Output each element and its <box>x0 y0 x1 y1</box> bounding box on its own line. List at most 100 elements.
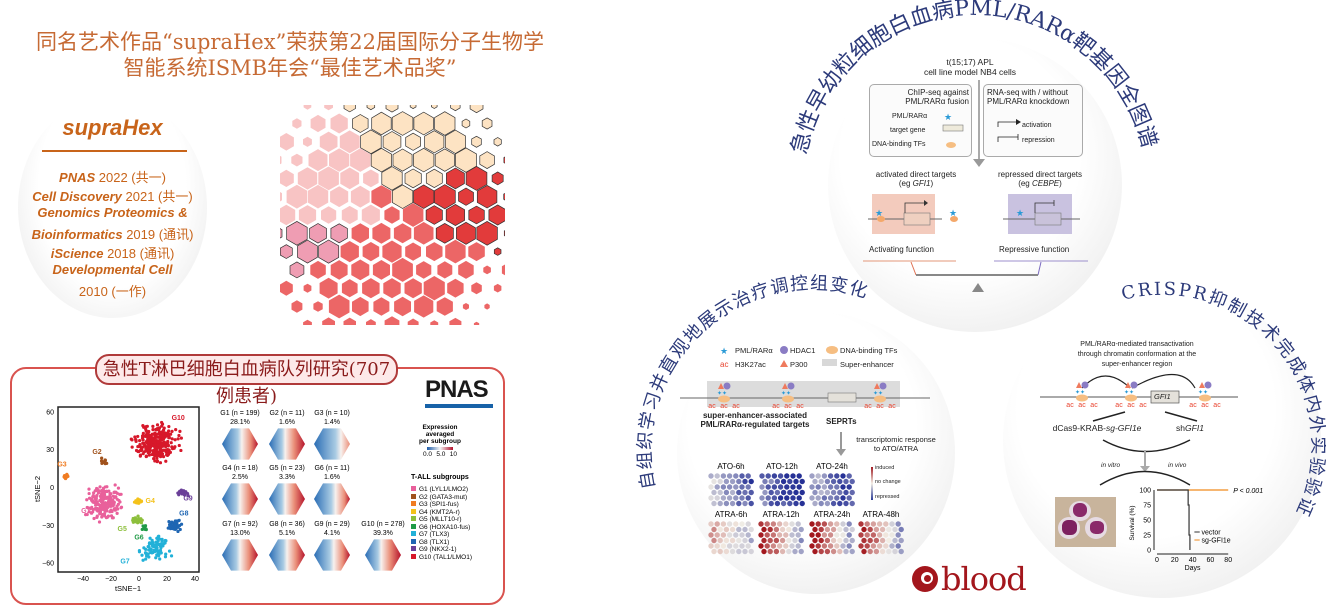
som-node <box>895 521 901 527</box>
svg-text:✦✦: ✦✦ <box>873 390 883 397</box>
som-node <box>843 526 849 533</box>
som-node <box>761 526 767 533</box>
som-node <box>717 526 723 533</box>
tsne-point <box>133 516 137 520</box>
som-node <box>883 543 889 549</box>
tsne-point <box>96 488 100 492</box>
legend-item: G8 (TLX1) <box>411 538 472 547</box>
som-node <box>733 495 739 501</box>
hex-node <box>431 105 438 109</box>
som-node <box>748 526 754 533</box>
som-node <box>773 526 780 533</box>
tsne-point <box>130 445 134 449</box>
hex-node <box>309 223 327 244</box>
x-tick-label: 20 <box>163 576 171 583</box>
tsne-point <box>178 527 182 532</box>
tsne-point <box>90 505 94 509</box>
response-map-label: ATRA-48h <box>863 510 900 519</box>
som-node <box>792 548 798 555</box>
som-node <box>821 473 828 479</box>
tsne-point <box>170 429 174 433</box>
tsne-point <box>133 435 137 439</box>
subgroup-hex-map <box>269 539 305 571</box>
tsne-point <box>163 555 168 559</box>
tsne-point <box>91 493 95 498</box>
som-node <box>818 537 824 544</box>
tsne-point <box>139 521 144 525</box>
tsne-point <box>106 499 111 504</box>
award-title-line2: 智能系统ISMB年会“最佳艺术品奖” <box>123 56 457 80</box>
som-node <box>784 495 790 501</box>
subgroup-percent-label: 39.3% <box>373 530 393 537</box>
tsne-point <box>87 496 92 500</box>
tsne-point <box>157 439 161 443</box>
som-node <box>762 489 768 496</box>
som-node <box>840 473 846 479</box>
hex-node <box>391 111 414 136</box>
som-node <box>815 532 821 538</box>
som-node <box>767 548 773 555</box>
som-node <box>837 548 843 555</box>
hex-node <box>462 303 469 310</box>
legend-item: G5 (MLLT10-r) <box>411 516 472 524</box>
activated-targets-label: activated direct targets(eg GFI1) <box>875 170 957 188</box>
som-node <box>789 543 795 549</box>
som-node <box>830 548 837 555</box>
tsne-point <box>141 452 145 456</box>
tsne-point <box>112 500 116 504</box>
svg-text:✦✦: ✦✦ <box>717 390 727 397</box>
tsne-point <box>140 518 144 522</box>
tsne-point <box>144 454 148 458</box>
tsne-point <box>92 500 97 505</box>
tsne-point <box>99 459 104 463</box>
hex-node <box>503 192 505 201</box>
tsne-point <box>167 435 171 440</box>
som-node <box>821 484 828 490</box>
legend-swatch <box>411 486 416 491</box>
som-node <box>736 526 742 533</box>
som-node <box>739 521 745 527</box>
hex-node <box>341 205 358 225</box>
hex-node <box>307 184 329 209</box>
hex-node <box>341 279 358 298</box>
tsne-point <box>160 539 164 543</box>
som-node <box>768 500 774 507</box>
tsne-point <box>144 527 148 531</box>
response-map-label: ATO-24h <box>816 462 848 471</box>
hex-node <box>407 318 419 325</box>
y-tick-label: 25 <box>1143 533 1151 540</box>
hex-node <box>330 260 348 280</box>
legend-item: G2 (GATA3-mut) <box>411 493 472 502</box>
som-node <box>776 532 783 538</box>
subgroups-legend-title: T-ALL subgroups <box>411 474 469 481</box>
som-node <box>717 489 723 496</box>
som-node <box>708 473 714 479</box>
som-node <box>867 548 873 555</box>
activating-function-label: Activating function <box>869 245 934 254</box>
super-enhancer-icon <box>822 359 837 366</box>
som-node <box>849 537 855 544</box>
som-node <box>830 500 837 507</box>
hex-node <box>291 300 303 313</box>
som-node <box>790 484 796 490</box>
som-node <box>889 543 895 549</box>
som-node <box>720 521 727 527</box>
hex-node <box>328 294 350 319</box>
hex-node <box>280 244 293 259</box>
seprts-label: SEPRTs <box>826 417 857 426</box>
hex-node <box>488 204 505 226</box>
som-node <box>733 473 739 479</box>
som-node <box>745 473 751 479</box>
tsne-point <box>153 431 157 435</box>
som-node <box>714 543 720 549</box>
som-node <box>720 473 727 479</box>
som-node <box>714 495 720 501</box>
som-node <box>795 543 801 549</box>
som-node <box>809 484 815 490</box>
som-node <box>739 484 745 490</box>
som-node <box>767 537 773 544</box>
tsne-point <box>142 425 146 429</box>
